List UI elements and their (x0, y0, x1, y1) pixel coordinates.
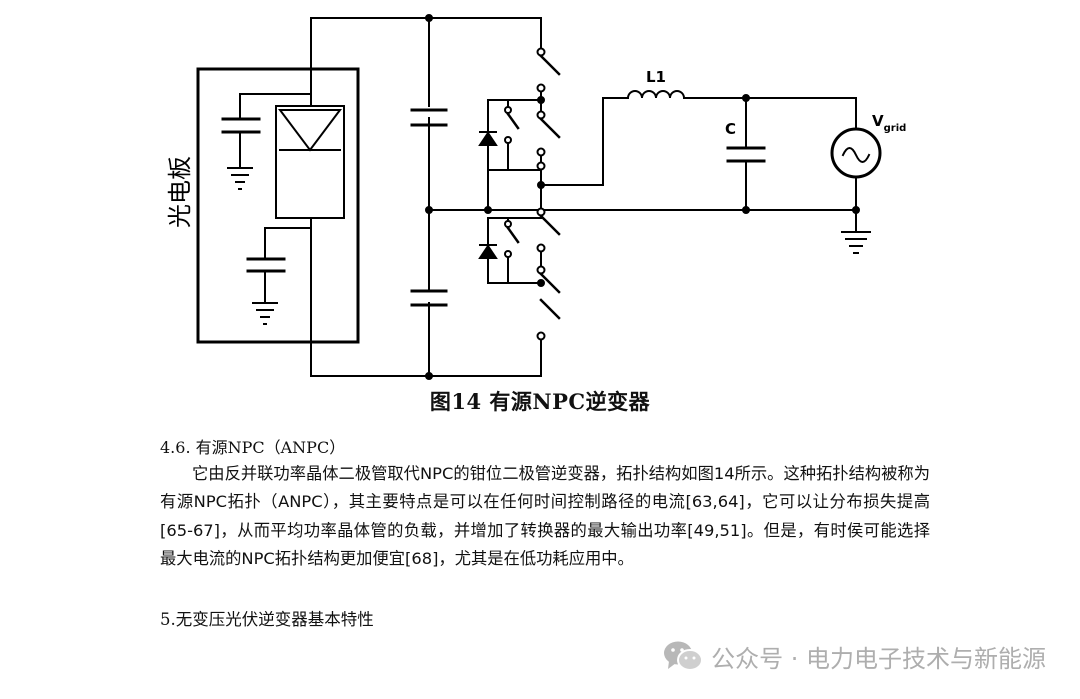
watermark-text: 公众号 · 电力电子技术与新能源 (711, 644, 1046, 673)
dc-link-capacitor-top (407, 107, 451, 127)
anpc-circuit-diagram: 光电板 (166, 14, 906, 380)
pv-panel-label: 光电板 (166, 156, 194, 228)
inductor-l1 (626, 90, 857, 100)
body-paragraph: 它由反并联功率晶体二极管取代NPC的钳位二极管逆变器，拓扑结构如图14所示。这种… (160, 464, 930, 569)
capacitor-label: C (725, 120, 736, 138)
wire-ac-output (540, 97, 629, 186)
pv-capacitor-bottom (246, 257, 286, 304)
pv-cell-symbol (275, 105, 345, 219)
pv-capacitor-top (221, 117, 261, 169)
wire-top-rail (310, 17, 542, 107)
section-heading: 4.6. 有源NPC（ANPC） (160, 438, 346, 457)
watermark: 公众号 · 电力电子技术与新能源 (663, 636, 1046, 676)
switch-s3 (536, 207, 561, 253)
clamp-switch-lower (478, 217, 542, 284)
dc-link-capacitor-bottom (407, 289, 451, 307)
ground-icon (227, 167, 253, 190)
pv-panel-frame (196, 67, 360, 344)
wechat-icon (664, 641, 704, 671)
grid-source-icon (830, 97, 882, 211)
clamp-switch-upper (478, 99, 542, 171)
grid-voltage-label: Vgrid (872, 112, 906, 134)
switch-s1 (536, 47, 561, 93)
inductor-label: L1 (646, 68, 666, 86)
ground-icon (841, 231, 871, 254)
next-section-heading: 5.无变压光伏逆变器基本特性 (160, 610, 374, 629)
wire-cap-top (239, 93, 312, 118)
switch-s2 (536, 110, 561, 157)
switch-s4 (536, 265, 561, 341)
ground-icon (252, 302, 278, 325)
wire-cap-bottom (264, 227, 312, 258)
figure-caption: 图14 有源NPC逆变器 (429, 389, 651, 414)
filter-capacitor-c (726, 97, 766, 211)
